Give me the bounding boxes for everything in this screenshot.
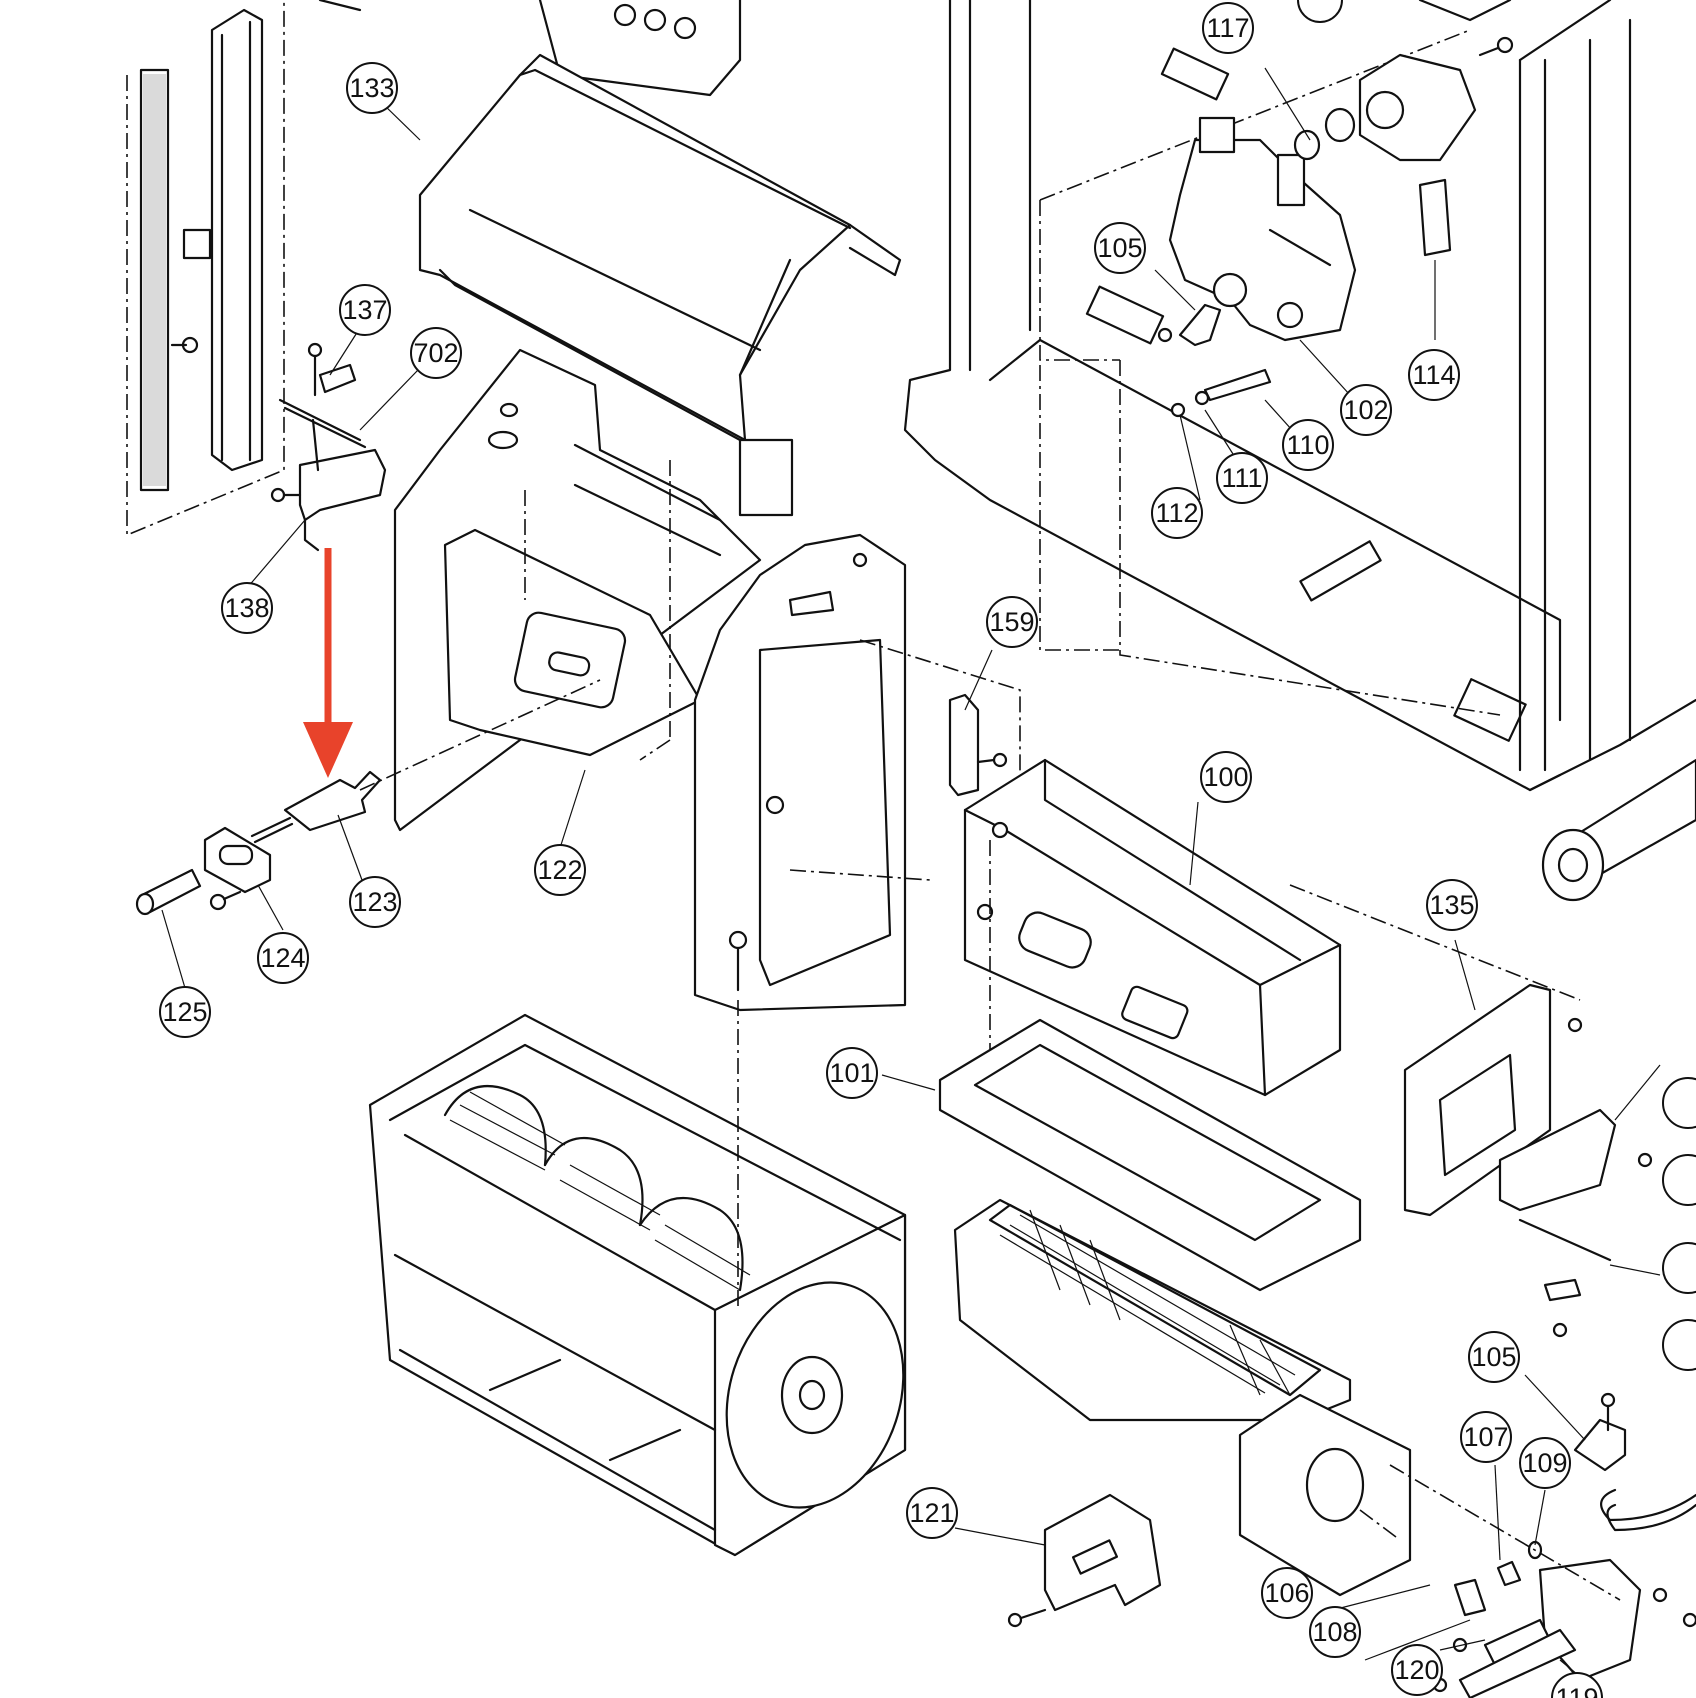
callout-c105a: 105 [1094,222,1146,274]
callout-c112: 112 [1151,487,1203,539]
callout-c135: 135 [1426,879,1478,931]
callout-label: 135 [1429,890,1474,920]
callout-c102: 102 [1340,384,1392,436]
side-panel-with-seal [126,0,285,537]
burner-mesh [953,1198,1352,1422]
callout-label: 125 [162,997,207,1027]
callout-label: 133 [349,73,394,103]
burner-frame [693,533,1021,1012]
callout-label: 123 [352,887,397,917]
callout-c109: 109 [1519,1437,1571,1489]
callout-c101: 101 [826,1047,878,1099]
callout-label: 114 [1412,360,1455,390]
callout-label: 109 [1522,1448,1567,1478]
burner-tray-101 [938,1018,1362,1292]
gasket-124 [203,826,272,911]
callout-label: 105 [1471,1342,1516,1372]
callout-c123: 123 [349,876,401,928]
callout-c107: 107 [1460,1411,1512,1463]
callout-c133: 133 [346,62,398,114]
callout-cropped-right [1297,0,1696,1371]
bracket-159 [948,693,1008,797]
callout-label: 112 [1155,498,1198,528]
callout-c138: 138 [221,582,273,634]
sleeve-125 [135,868,202,916]
callout-label: 159 [989,607,1034,637]
red-indicator-arrow [303,548,353,778]
callout-c702: 702 [410,327,462,379]
callout-label: 120 [1394,1655,1439,1685]
callout-c119: 119 [1551,1672,1603,1698]
callout-label: 110 [1286,430,1329,460]
callout-c121: 121 [906,1487,958,1539]
callout-label: 122 [537,855,582,885]
callout-c111: 111 [1216,452,1268,504]
gas-valve-102 [1168,116,1357,342]
fittings-117-114 [1157,36,1514,418]
callout-label: 108 [1312,1617,1357,1647]
top-combustion-panel [318,0,742,97]
callout-c110: 110 [1282,419,1334,471]
callout-c120: 120 [1391,1644,1443,1696]
callout-c125: 125 [159,986,211,1038]
callout-label: 702 [413,338,458,368]
callout-label: 102 [1343,395,1388,425]
callout-label: 117 [1206,13,1249,43]
plate-135 [1289,884,1653,1338]
callout-label: 138 [224,593,269,623]
bracket-121 [1007,1493,1162,1628]
callout-label: 121 [909,1498,954,1528]
callout-label: 105 [1097,233,1142,263]
callout-c117: 117 [1202,2,1254,54]
burner-end-fittings [1238,1392,1696,1698]
callout-c105b: 105 [1468,1331,1520,1383]
callout-label: 119 [1555,1683,1598,1698]
flame-rod-bracket-138 [270,342,387,552]
blower-assembly [368,1000,907,1557]
callout-c114: 114 [1408,349,1460,401]
callout-label: 107 [1463,1422,1508,1452]
callout-c159: 159 [986,596,1038,648]
callout-label: 101 [829,1058,874,1088]
igniter-123 [250,679,601,844]
callout-label: 137 [342,295,387,325]
callout-label: 106 [1264,1578,1309,1608]
callout-c124: 124 [257,932,309,984]
callout-c122: 122 [534,844,586,896]
callout-c108: 108 [1309,1606,1361,1658]
callout-c106: 106 [1261,1567,1313,1619]
callout-c137: 137 [339,284,391,336]
cabinet-housing [903,0,1696,792]
deflector-panel-133 [418,53,902,517]
callout-label: 100 [1203,762,1248,792]
callout-label: 124 [260,943,305,973]
callout-c100: 100 [1200,751,1252,803]
callout-label: 111 [1221,463,1262,493]
burner-box-122 [393,348,762,832]
gas-hose [1541,758,1696,902]
manifold-box-100 [963,758,1342,1097]
